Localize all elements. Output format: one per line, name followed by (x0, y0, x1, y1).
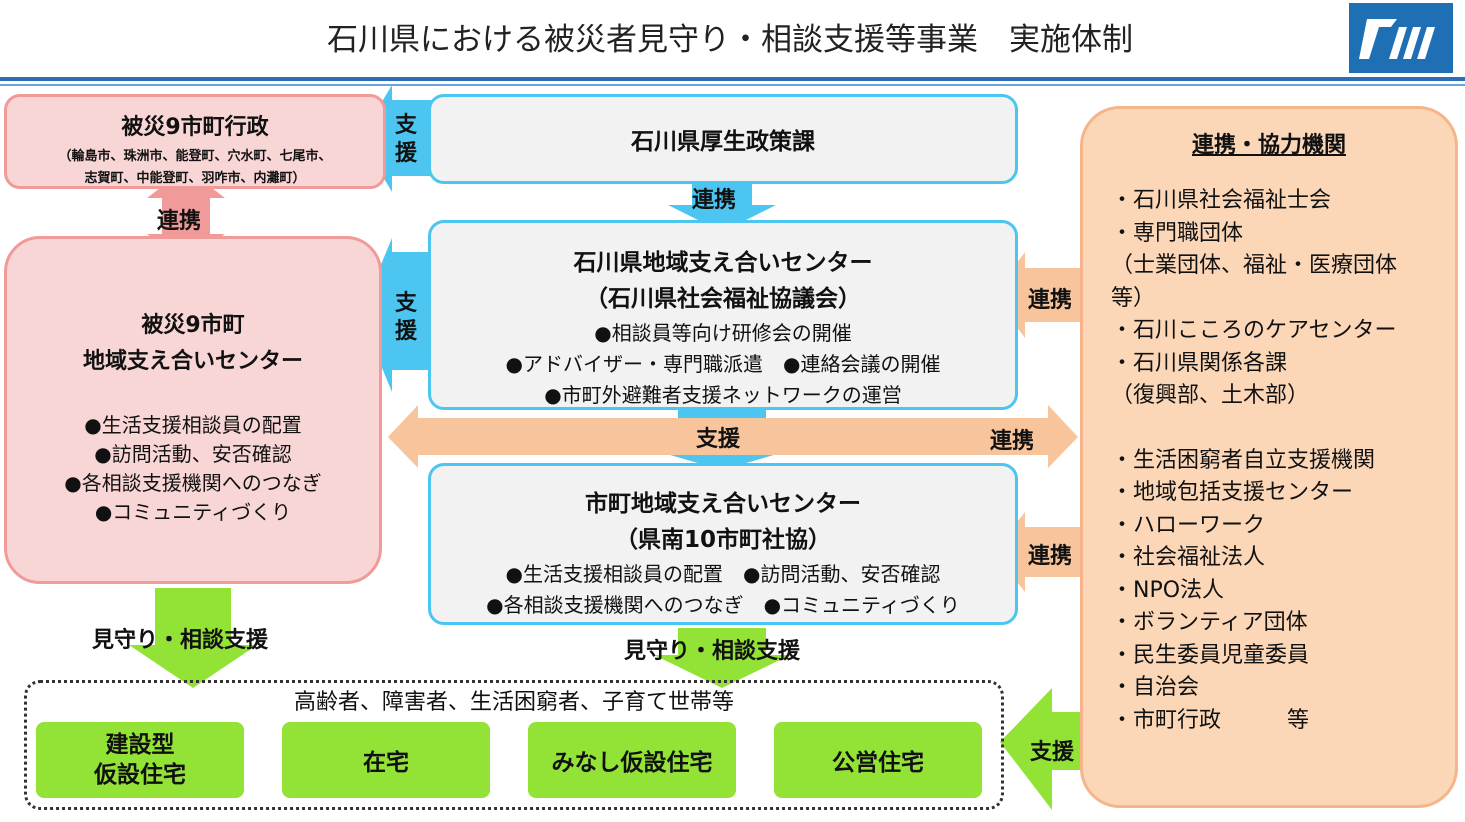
renkei-label-pink: 連携 (157, 209, 202, 234)
support-arrow-green-right (1000, 688, 1100, 810)
right-item: （士業団体、福祉・医療団体 (1111, 253, 1398, 278)
housing-public: 公営住宅 (774, 722, 982, 798)
header-rule-thin (0, 84, 1465, 86)
right-item: ・社会福祉法人 (1111, 545, 1266, 570)
renkei-label-long: 連携 (990, 429, 1035, 454)
renkei-label-right-mid: 連携 (1028, 288, 1073, 313)
left-top-sub1: （輪島市、珠洲市、能登町、穴水町、七尾市、 (58, 149, 332, 164)
center-bot-box: 市町地域支え合いセンター （県南10市町社協） ●生活支援相談員の配置 ●訪問活… (428, 463, 1018, 625)
center-mid-line2: ●アドバイザー・専門職派遣 ●連絡会議の開催 (505, 352, 941, 376)
left-main-item: ●各相談支援機関へのつなぎ (64, 471, 322, 495)
left-top-box: 被災9市町行政 （輪島市、珠洲市、能登町、穴水町、七尾市、 志賀町、中能登町、羽… (4, 94, 386, 189)
left-main-item: ●コミュニティづくり (94, 500, 292, 524)
mimamori-label-left: 見守り・相談支援 (92, 628, 269, 653)
page-title: 石川県における被災者見守り・相談支援等事業 実施体制 (327, 22, 1133, 58)
left-main-item: ●生活支援相談員の配置 (84, 413, 302, 437)
right-item: ・石川こころのケアセンター (1111, 318, 1397, 343)
renkei-arrow-down-top (668, 180, 776, 232)
left-main-item: ●訪問活動、安否確認 (94, 442, 292, 466)
housing-at-home: 在宅 (282, 722, 490, 798)
left-main-title1: 被災9市町 (141, 313, 245, 338)
support-label-center: 支援 (696, 427, 741, 452)
left-main-box: 被災9市町 地域支え合いセンター ●生活支援相談員の配置 ●訪問活動、安否確認 … (4, 236, 382, 584)
renkei-label-right-bot: 連携 (1028, 544, 1073, 569)
center-top-box: 石川県厚生政策課 (428, 94, 1018, 184)
header-rule (0, 77, 1465, 81)
right-item: ・民生委員児童委員 (1111, 642, 1310, 668)
right-item: （復興部、土木部） (1111, 383, 1310, 408)
mimamori-label-center: 見守り・相談支援 (624, 639, 801, 664)
center-bot-line1: ●生活支援相談員の配置 ●訪問活動、安否確認 (505, 562, 941, 586)
left-top-sub2: 志賀町、中能登町、羽咋市、内灘町） (84, 171, 306, 186)
right-item: ・ボランティア団体 (1111, 610, 1308, 635)
center-bot-title2: （県南10市町社協） (614, 527, 831, 553)
center-mid-title2: （石川県社会福祉協議会） (585, 286, 861, 312)
mimamori-arrow-center (654, 628, 790, 688)
mimamori-arrow-left (129, 588, 257, 688)
left-main-title2: 地域支え合いセンター (82, 349, 303, 374)
renkei-arrow-long (388, 405, 1078, 468)
right-item: ・市町行政 等 (1111, 707, 1310, 733)
support-char: 援 (394, 319, 417, 344)
right-title: 連携・協力機関 (1191, 133, 1346, 158)
support-label-mid: 支 援 (393, 290, 419, 346)
center-mid-line1: ●相談員等向け研修会の開催 (594, 321, 852, 345)
support-char: 支 (394, 291, 417, 316)
housing-deemed-temporary: みなし仮設住宅 (528, 722, 736, 798)
right-item: ・生活困窮者自立支援機関 (1111, 447, 1376, 473)
target-group-box (24, 680, 1004, 810)
right-item: ・地域包括支援センター (1111, 480, 1354, 505)
housing-temporary-built: 建設型 仮設住宅 (36, 722, 244, 798)
center-mid-title1: 石川県地域支え合いセンター (573, 250, 873, 276)
center-top-title: 石川県厚生政策課 (631, 129, 815, 155)
left-top-title: 被災9市町行政 (121, 115, 269, 140)
support-char: 援 (394, 141, 417, 166)
support-char: 支 (394, 113, 417, 138)
right-item: ・専門職団体 (1111, 220, 1244, 246)
support-label-right: 支援 (1030, 740, 1075, 765)
ishikawa-logo-icon (1349, 3, 1453, 73)
center-mid-line3: ●市町外避難者支援ネットワークの運営 (544, 383, 902, 407)
right-item: 等） (1111, 285, 1156, 311)
right-item: ・石川県社会福祉士会 (1111, 188, 1332, 213)
center-bot-line2: ●各相談支援機関へのつなぎ ●コミュニティづくり (486, 593, 960, 617)
support-label-top: 支 援 (393, 112, 419, 168)
right-item: ・ハローワーク (1111, 512, 1266, 538)
right-item: ・石川県関係各課 (1111, 350, 1288, 376)
center-mid-box: 石川県地域支え合いセンター （石川県社会福祉協議会） ●相談員等向け研修会の開催… (428, 220, 1018, 410)
right-item: ・自治会 (1111, 675, 1200, 700)
renkei-label-center: 連携 (692, 188, 737, 213)
right-item: ・NPO法人 (1111, 577, 1225, 603)
center-bot-title1: 市町地域支え合いセンター (585, 491, 861, 517)
right-box: 連携・協力機関 ・石川県社会福祉士会 ・専門職団体 （士業団体、福祉・医療団体 … (1080, 106, 1458, 808)
target-group-label: 高齢者、障害者、生活困窮者、子育て世帯等 (293, 690, 734, 715)
